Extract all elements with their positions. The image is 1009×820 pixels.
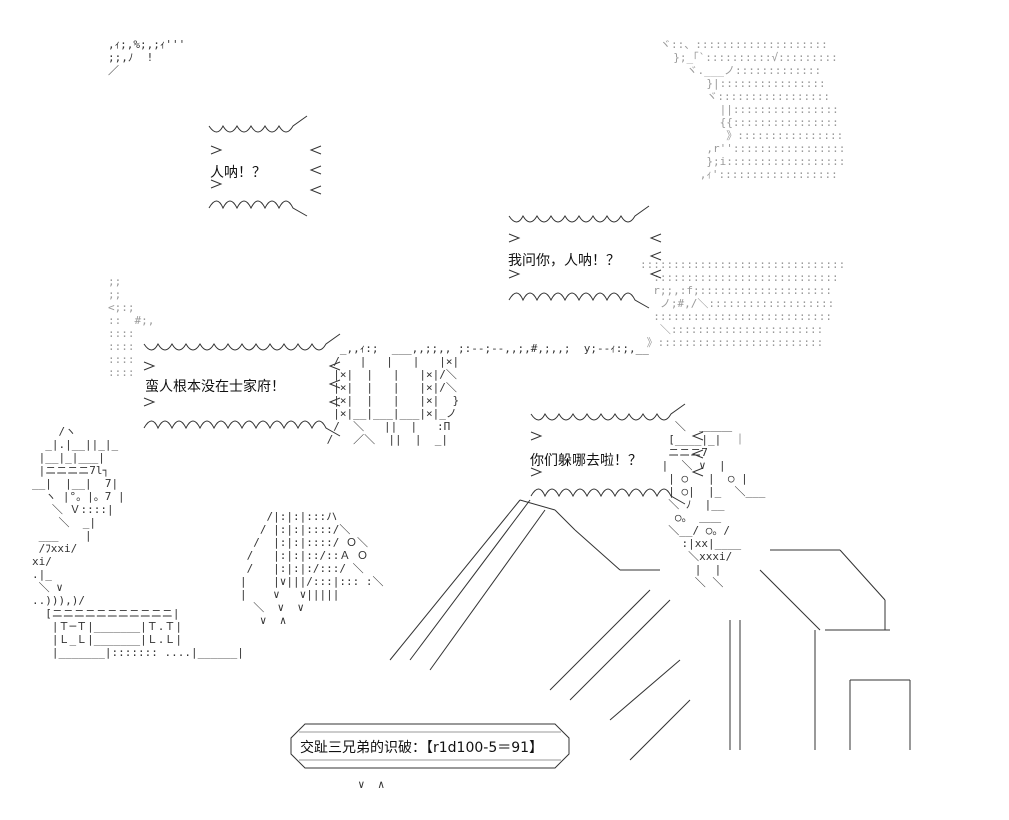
bubble-3-text: 蛮人根本没在士家府！ — [145, 379, 285, 395]
left-dots: ;; ;; <;:; :: #;, :::: :::: :::: :::: — [108, 275, 155, 379]
roll-value: 【r1d100-5＝91】 — [426, 740, 544, 756]
speech-bubble-4 — [530, 403, 704, 505]
bottom-marks: ∨ ∧ — [358, 778, 385, 791]
speech-bubble-2 — [508, 205, 662, 309]
bubble-1-text: 人呐！？ — [210, 165, 266, 181]
roll-result: 交趾三兄弟的识破：【r1d100-5＝91】 — [300, 737, 543, 757]
center-house: /|:|:|:::ハ / |:|:|::::/＼ / |:|:|::::/ Ｏ＼… — [240, 510, 384, 627]
top-left-scribble: ,ｨ;,%;,;ｨ''' ;;,ﾉ ! ／ — [108, 38, 186, 77]
mist-texture: ヾ::、:::::::::::::::::::: };_｢`::::::::::… — [660, 38, 846, 181]
roof-lines — [389, 499, 691, 761]
roll-label: 交趾三兄弟的识破： — [300, 740, 426, 756]
right-house: ＼ ＿＿＿ [____|_| ｜ ニニニ7 | ＼ ∨ | | ○ | ○ | … — [661, 420, 766, 589]
bubble-4-text: 你们躲哪去啦！？ — [530, 453, 642, 469]
speech-bubble-3 — [143, 333, 341, 437]
central-gate: _,,ｨ:; ___,,;;,, ;:--;--,,;,#,;,,; y;--ｨ… — [326, 342, 649, 446]
speech-bubble-1 — [208, 115, 322, 217]
roll-result-frame — [290, 723, 570, 769]
bubble-2-text: 我问你，人呐！？ — [508, 253, 620, 269]
right-structure-lines — [729, 549, 911, 750]
left-castle: /ヽ _|.|__||_|_ |__|_|___| |ニニニニ7l┐ __| |… — [32, 425, 244, 659]
mist-texture-lower: ::::::::::::::::::::::::::::::: ::::::::… — [640, 258, 846, 349]
